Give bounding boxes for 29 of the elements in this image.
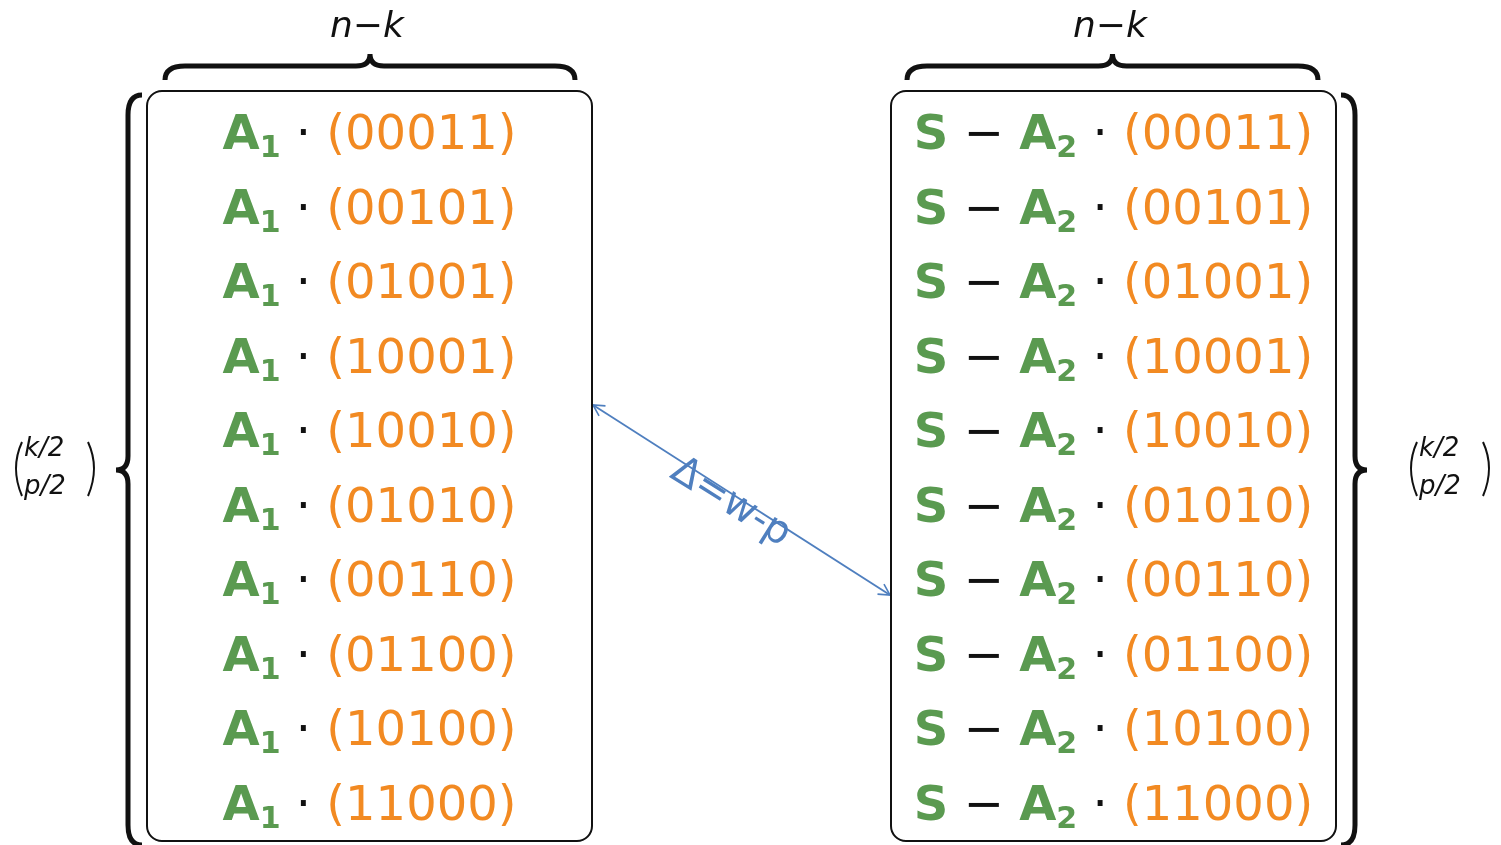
formula-text: A$_{1}$ · (00011)	[221, 103, 518, 162]
fraction-text: k/2	[24, 432, 65, 462]
dimension-label: n−k	[330, 4, 404, 45]
formula-text: S − A$_{2}$ · (10010)	[912, 401, 1315, 460]
formula-text: S − A$_{2}$ · (01100)	[912, 624, 1315, 684]
formula-text: S − A$_{2}$ · (10001)	[912, 326, 1315, 386]
rounded-box	[146, 90, 593, 842]
fraction-text: p/2	[24, 470, 66, 500]
formula-text: A$_{1}$ · (10100)	[221, 699, 518, 758]
formula-text: S − A$_{2}$ · (01001)	[912, 252, 1315, 311]
formula-text: A$_{1}$ · (01001)	[221, 252, 518, 311]
formula-text: S − A$_{2}$ · (00101)	[912, 177, 1315, 237]
formula-text: S − A$_{2}$ · (00110)	[912, 550, 1315, 609]
formula-text: A$_{1}$ · (10001)	[221, 326, 518, 386]
formula-text: A$_{1}$ · (11000)	[221, 773, 518, 833]
fraction-text: p/2	[1419, 470, 1461, 500]
formula-text: A$_{1}$ · (01100)	[221, 624, 518, 684]
formula-text: A$_{1}$ · (00101)	[221, 177, 518, 237]
formula-text: A$_{1}$ · (10010)	[221, 401, 518, 460]
formula-text: S − A$_{2}$ · (01010)	[912, 475, 1315, 535]
formula-text: A$_{1}$ · (00110)	[221, 550, 518, 609]
fraction-text: k/2	[1419, 432, 1460, 462]
rounded-box	[890, 90, 1337, 842]
formula-text: A$_{1}$ · (01010)	[221, 475, 518, 535]
formula-text: S − A$_{2}$ · (00011)	[912, 103, 1315, 162]
formula-text: S − A$_{2}$ · (10100)	[912, 699, 1315, 758]
double-arrow	[592, 404, 891, 596]
dimension-label: n−k	[1073, 4, 1147, 45]
formula-text: S − A$_{2}$ · (11000)	[912, 773, 1315, 833]
